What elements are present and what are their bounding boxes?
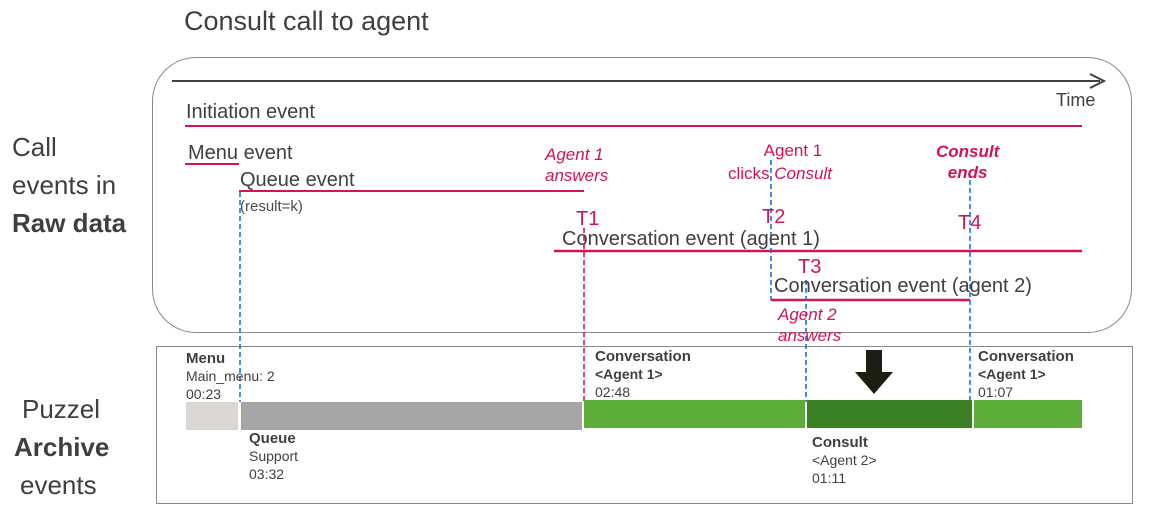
t1-label: T1 [576,208,600,230]
conv2-segment [974,400,1082,428]
queue-event-label: Queue event [240,169,355,191]
archive-side-label: Puzzel Archive events [14,390,109,504]
time-arrowhead-icon [1089,73,1107,89]
archive-queue-label: Queue Support 03:32 [249,430,298,483]
archive-conv2-label: Conversation <Agent 1> 01:07 [978,348,1074,401]
archive-menu-head: Menu [186,350,226,367]
archive-conv2-time: 01:07 [978,384,1014,400]
archive-menu-time: 00:23 [186,386,222,402]
archive-consult-label: Consult <Agent 2> 01:11 [812,434,877,487]
archive-queue-head: Queue [249,430,296,447]
archive-box [156,346,1133,504]
archive-conv2-head: Conversation [978,348,1074,365]
conv2-event-label: Conversation event (agent 2) [774,275,1032,298]
archive-conv1-head: Conversation [595,348,691,365]
archive-conv1-label: Conversation <Agent 1> 02:48 [595,348,691,401]
agent1-answers-line2: answers [545,166,609,185]
queue-segment [241,402,582,430]
agent1-answers-note: Agent 1 answers [545,144,608,186]
side-archive-line1: Puzzel [22,394,101,424]
archive-conv2-agent: <Agent 1> [978,366,1046,382]
archive-menu-label: Menu Main_menu: 2 00:23 [186,350,275,403]
initiation-event-label: Initiation event [186,101,315,123]
archive-conv1-agent: <Agent 1> [595,366,663,382]
menu-segment [186,402,238,430]
agent1-answers-line1: Agent 1 [545,145,604,164]
agent1-clicks-line1: Agent 1 [763,141,823,160]
consult-segment [807,400,972,428]
down-arrow-icon [855,350,893,394]
conv1-segment [584,400,805,428]
conv2-event-label-a: Conversation event [774,275,947,297]
side-raw-line2: events in [12,170,117,200]
conv1-event-label: Conversation event (agent 1) [562,228,820,250]
agent2-answers-line1: Agent 2 [778,305,837,324]
agent1-clicks-line2a: clicks [728,164,775,183]
side-raw-line1: Call [12,132,57,162]
consult-ends-line1: Consult [936,142,1000,161]
side-archive-line3: events [20,470,97,500]
archive-menu-sub: Main_menu: 2 [186,368,275,384]
raw-data-box [152,57,1132,333]
archive-consult-agent: <Agent 2> [812,452,877,468]
page-title: Consult call to agent [184,6,429,36]
consult-ends-note: Consult ends [936,141,999,183]
archive-queue-sub: Support [249,448,299,464]
side-archive-line2: Archive [14,432,110,462]
agent2-answers-note: Agent 2 answers [778,304,841,346]
queue-result-label: (result=k) [240,198,303,215]
consult-ends-line2: ends [947,163,988,182]
menu-event-label: Menu event [188,142,293,164]
t2-label: T2 [762,206,786,228]
side-raw-line3: Raw data [12,208,127,238]
archive-consult-head: Consult [812,434,868,451]
conv2-event-label-b: (agent 2) [946,275,1032,297]
agent1-clicks-note: Agent 1 clicks Consult [728,139,832,185]
raw-data-side-label: Call events in Raw data [12,128,126,242]
archive-conv1-time: 02:48 [595,384,631,400]
time-label: Time [1056,90,1096,110]
agent1-clicks-line2b: Consult [774,164,832,183]
agent2-answers-line2: answers [778,326,842,345]
archive-consult-time: 01:11 [812,470,846,486]
t3-label: T3 [798,256,822,278]
archive-queue-time: 03:32 [249,466,285,482]
t4-label: T4 [958,212,982,234]
